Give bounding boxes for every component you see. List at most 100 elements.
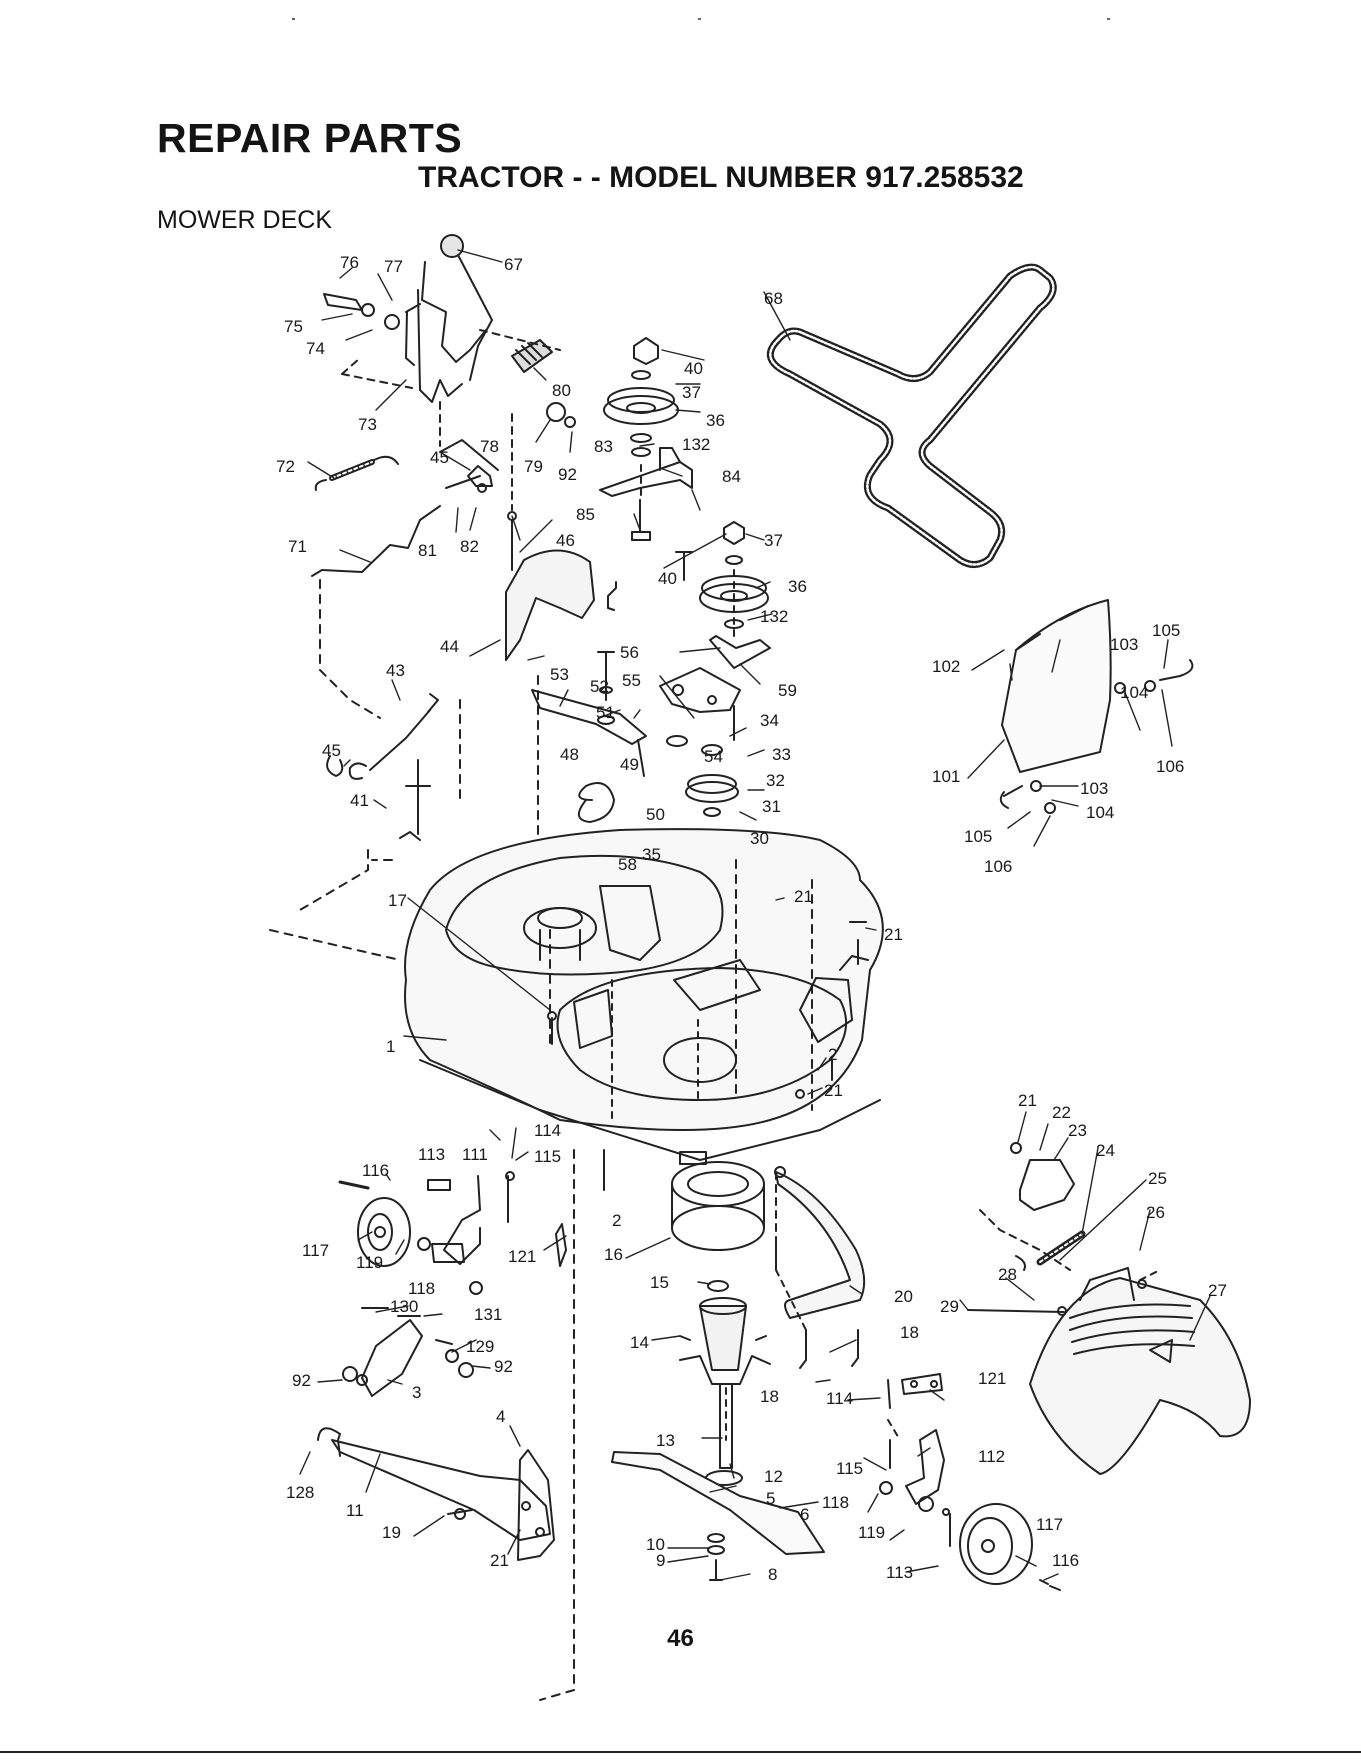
callout-68: 68 [764,289,783,308]
callout-43: 43 [386,661,405,680]
callout-30: 30 [750,829,769,848]
callout-92: 92 [558,465,577,484]
model-subtitle: TRACTOR - - MODEL NUMBER 917.258532 [418,161,1024,194]
callout-116b: 116 [1052,1551,1079,1570]
callout-82: 82 [460,537,479,556]
callout-50: 50 [646,805,665,824]
callout-32: 32 [766,771,785,790]
callout-33: 33 [772,745,791,764]
callout-92c: 92 [494,1357,513,1376]
callout-4: 4 [496,1407,505,1426]
callout-71: 71 [288,537,307,556]
callout-115b: 115 [836,1459,863,1478]
callout-20: 20 [894,1287,913,1306]
callout-19: 19 [382,1523,401,1542]
upper-pulley-stack [599,337,693,541]
callout-36b: 36 [788,577,807,596]
callout-132b: 132 [760,607,788,626]
callout-3: 3 [412,1383,421,1402]
callout-58: 58 [618,855,637,874]
callout-21e: 21 [490,1551,509,1570]
callout-13: 13 [656,1431,675,1450]
callout-14: 14 [630,1333,649,1352]
discharge-chute [967,1142,1251,1475]
callout-52: 52 [590,677,609,696]
deck-bolts [547,1011,833,1191]
callout-48: 48 [560,745,579,764]
callout-55: 55 [622,671,641,690]
callout-15: 15 [650,1273,669,1292]
callout-8: 8 [768,1565,777,1584]
callout-41: 41 [350,791,369,810]
callout-44: 44 [440,637,459,656]
callout-132: 132 [682,435,710,454]
callout-67: 67 [504,255,523,274]
callout-6: 11 [346,1501,364,1520]
callout-116: 116 [362,1161,389,1180]
callout-25: 25 [1148,1169,1167,1188]
callout-79: 79 [524,457,543,476]
callout-56: 56 [620,643,639,662]
callout-59: 59 [778,681,797,700]
callout-45: 45 [430,448,449,467]
callout-36: 36 [706,411,725,430]
callout-104b: 104 [1086,803,1114,822]
callout-114b: 114 [826,1389,853,1408]
drive-belt-inner [769,265,1055,566]
callout-26: 26 [1146,1203,1165,1222]
callout-5: 128 [286,1483,314,1502]
callout-34: 34 [760,711,779,730]
callout-18b: 18 [760,1387,779,1406]
callout-131: 131 [474,1305,502,1324]
callout-74: 74 [306,339,325,358]
idler-pulley-stack [675,521,771,669]
callout-49: 49 [620,755,639,774]
scan-mark [698,18,701,20]
callout-103b: 103 [1080,779,1108,798]
front-right-wheel [879,1373,1061,1591]
callout-76: 76 [340,253,359,272]
callout-81: 81 [418,541,437,560]
callout-27: 27 [1208,1281,1227,1300]
callout-54: 54 [704,747,723,766]
callout-84: 84 [722,467,741,486]
callout-21: 21 [794,887,813,906]
callout-16: 16 [604,1245,623,1264]
page-number: 46 [667,1625,694,1652]
callout-114: 114 [534,1121,561,1140]
callout-129: 129 [466,1337,494,1356]
callout-83: 83 [594,437,613,456]
callout-130: 130 [390,1297,418,1316]
front-left-wheel [338,1149,575,1701]
idler-arm [607,581,741,817]
callout-21d: 21 [1018,1091,1037,1110]
callout-113: 113 [418,1145,445,1164]
callout-21b: 21 [884,925,903,944]
callout-40b: 40 [658,569,677,588]
part-callouts: 76 77 67 75 74 73 80 78 79 92 72 45 71 8… [276,253,1227,1584]
callout-117b: 117 [1036,1515,1063,1534]
callout-21c: 21 [824,1081,843,1100]
callout-22: 22 [1052,1103,1071,1122]
callout-102: 102 [932,657,960,676]
callout-121b: 121 [978,1369,1006,1388]
callout-53: 53 [550,665,569,684]
callout-119: 119 [356,1253,383,1272]
callout-104: 104 [1120,683,1148,702]
callout-103: 103 [1110,635,1138,654]
callout-28: 28 [998,1265,1017,1284]
callout-101: 101 [932,767,960,786]
callout-35: 35 [642,845,661,864]
callout-46: 46 [556,531,575,550]
deflector-shield [999,599,1194,814]
callout-10: 10 [646,1535,665,1554]
callout-115: 115 [534,1147,561,1166]
callout-111: 111 [462,1145,488,1164]
callout-92b: 92 [292,1371,311,1390]
callout-45b: 45 [322,741,341,760]
callout-12: 12 [764,1467,783,1486]
page-title: REPAIR PARTS [157,115,463,161]
springs-and-links [269,439,499,961]
callout-106b: 106 [984,857,1012,876]
